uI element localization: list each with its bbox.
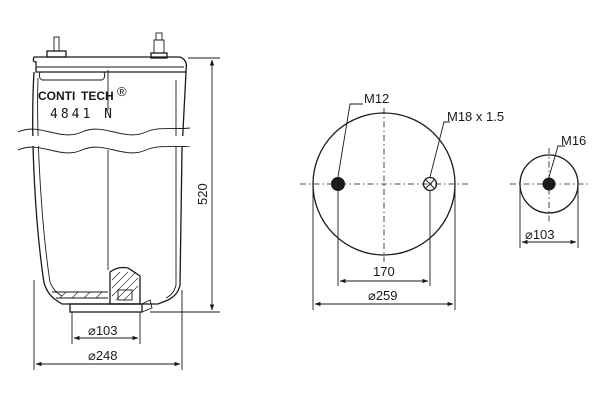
top-stud-right: [150, 32, 168, 59]
bottom-plate-diameter-label: ⌀103: [525, 227, 555, 242]
m18-label: M18 x 1.5: [447, 109, 504, 124]
break-line-upper: [17, 127, 191, 136]
bottom-plate-view: M16 ⌀103: [510, 133, 588, 248]
piston-diameter-label: ⌀103: [88, 323, 118, 338]
m12-label: M12: [364, 91, 389, 106]
m18-air-connection: [422, 176, 438, 192]
m16-stud-hole: [542, 177, 556, 191]
top-plate-diameter-label: ⌀259: [368, 288, 398, 303]
top-plate-view: M12 M18 x 1.5 170 ⌀259: [300, 91, 504, 310]
piston-diameter-dimension: ⌀103: [71, 312, 141, 344]
brand-registered-mark: ®: [117, 84, 127, 99]
height-label: 520: [195, 183, 210, 205]
height-dimension: 520: [150, 57, 220, 313]
outer-diameter-dimension: ⌀248: [33, 280, 183, 370]
brand-conti: CONTI: [38, 89, 75, 103]
top-bead-plate: [32, 56, 188, 73]
m16-label: M16: [561, 133, 586, 148]
brand-tech: TECH: [81, 89, 114, 103]
top-stud-left: [46, 36, 67, 58]
outer-diameter-label: ⌀248: [88, 348, 118, 363]
piston-base: [52, 266, 153, 313]
bolt-spacing-label: 170: [373, 264, 395, 279]
air-spring-side-view: CONTI TECH ® 4841 N 520 ⌀103 ⌀248: [17, 32, 220, 370]
bellow-body: [32, 71, 187, 305]
break-line-lower: [17, 145, 191, 154]
part-number: 4841 N: [50, 107, 115, 122]
m12-stud-hole: [331, 177, 345, 191]
